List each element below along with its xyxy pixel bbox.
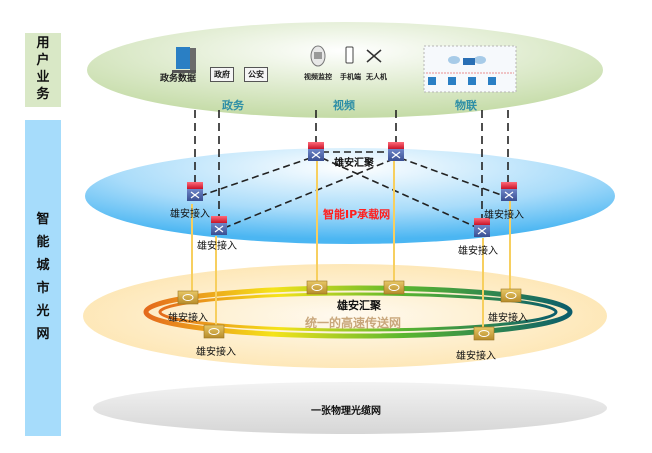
transport-access-label: 雄安接入	[488, 313, 528, 324]
iot-network-icon	[423, 45, 517, 93]
router-switch-icon	[474, 218, 490, 237]
side-label-smart-city-network: 智 能 城 市 光 网	[25, 120, 61, 436]
mobile-label: 手机端	[340, 73, 361, 81]
physical-layer-ellipse	[93, 382, 607, 434]
side-char: 网	[36, 326, 50, 342]
side-char: 市	[36, 281, 50, 296]
router-switch-icon	[211, 216, 227, 235]
computer-icon	[172, 47, 196, 73]
side-char: 光	[36, 303, 50, 319]
router-switch-icon	[187, 182, 203, 201]
side-char: 城	[36, 258, 50, 274]
side-char: 户	[36, 53, 50, 69]
ip-access-label: 雄安接入	[197, 241, 237, 252]
router-switch-icon	[308, 142, 324, 161]
router-switch-icon	[501, 182, 517, 201]
mobile-phone-icon	[345, 46, 354, 64]
category-label-gov: 政务	[222, 99, 244, 112]
router-switch-icon	[388, 142, 404, 161]
transport-aggregation-label: 雄安汇聚	[337, 299, 381, 312]
transport-ring-inner	[158, 292, 558, 332]
transport-access-label: 雄安接入	[168, 313, 208, 324]
transport-node-icon	[473, 326, 495, 341]
ip-aggregation-label: 雄安汇聚	[334, 158, 374, 169]
category-label-iot: 物联	[455, 99, 477, 112]
category-label-video: 视频	[333, 99, 355, 112]
physical-layer-title: 一张物理光缆网	[311, 406, 381, 417]
transport-node-icon	[500, 288, 522, 303]
ip-access-label: 雄安接入	[484, 210, 524, 221]
side-char: 业	[36, 70, 50, 85]
video-monitor-label: 视频监控	[304, 73, 332, 81]
gov-box: 政府	[210, 67, 234, 82]
side-char: 用	[36, 36, 50, 52]
transport-node-icon	[203, 324, 225, 339]
transport-node-icon	[306, 280, 328, 295]
transport-node-icon	[383, 280, 405, 295]
transport-layer-title: 统一的高速传送网	[305, 316, 402, 330]
user-ip-links	[194, 110, 509, 225]
transport-node-icon	[177, 290, 199, 305]
camera-icon	[310, 45, 326, 67]
ip-mesh-links	[199, 151, 505, 229]
drone-icon	[366, 49, 382, 63]
side-char: 智	[36, 212, 50, 228]
ip-layer-title: 智能IP承载网	[323, 208, 391, 221]
drone-label: 无人机	[366, 73, 387, 81]
police-box: 公安	[244, 67, 268, 82]
side-char: 务	[36, 86, 50, 102]
side-char: 能	[36, 235, 50, 251]
side-label-user-business: 用 户 业 务	[25, 33, 61, 107]
ip-access-label: 雄安接入	[170, 209, 210, 220]
transport-access-label: 雄安接入	[456, 351, 496, 362]
ip-transport-links	[191, 160, 511, 332]
transport-ring-outer	[143, 285, 573, 339]
gov-data-label: 政务数据	[160, 74, 197, 84]
ip-access-label: 雄安接入	[458, 246, 498, 257]
transport-access-label: 雄安接入	[196, 347, 236, 358]
